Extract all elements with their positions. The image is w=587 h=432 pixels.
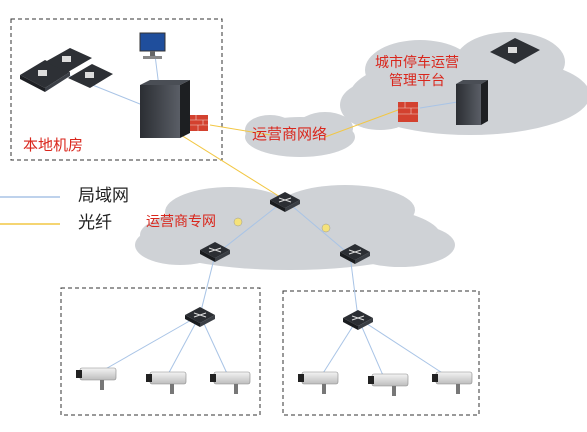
camera-icon [76, 367, 117, 390]
connection-node-icon [321, 223, 331, 233]
server-rack-icon [140, 80, 190, 138]
router-icon [490, 38, 540, 64]
firewall-icon [398, 102, 418, 122]
legend-lan-label: 局域网 [78, 186, 129, 206]
camera-icon [298, 371, 339, 394]
server-rack-icon [456, 80, 488, 125]
camera-icon [432, 371, 473, 394]
carrier-private-network-label: 运营商专网 [146, 214, 216, 230]
camera-group-box-left [60, 287, 261, 416]
camera-group-box-right [282, 290, 480, 416]
local-room-box [10, 18, 223, 161]
switch-icon [343, 310, 373, 330]
monitor-icon [139, 32, 166, 59]
cloud-icon [245, 112, 355, 157]
local-room-label: 本地机房 [23, 136, 84, 154]
camera-icon [368, 373, 409, 396]
router-icon [68, 64, 113, 88]
router-icon [45, 48, 92, 72]
camera-icon [210, 371, 251, 394]
city-platform-label: 城市停车运营管理平台 [375, 55, 459, 89]
carrier-network-label: 运营商网络 [252, 125, 328, 143]
camera-icon [146, 371, 187, 394]
legend-fiber-label: 光纤 [78, 213, 112, 233]
switch-icon [270, 192, 300, 212]
switch-icon [340, 244, 370, 264]
switch-icon [185, 307, 215, 327]
firewall-icon [190, 115, 208, 131]
switch-icon [200, 242, 230, 262]
connection-node-icon [233, 217, 243, 227]
